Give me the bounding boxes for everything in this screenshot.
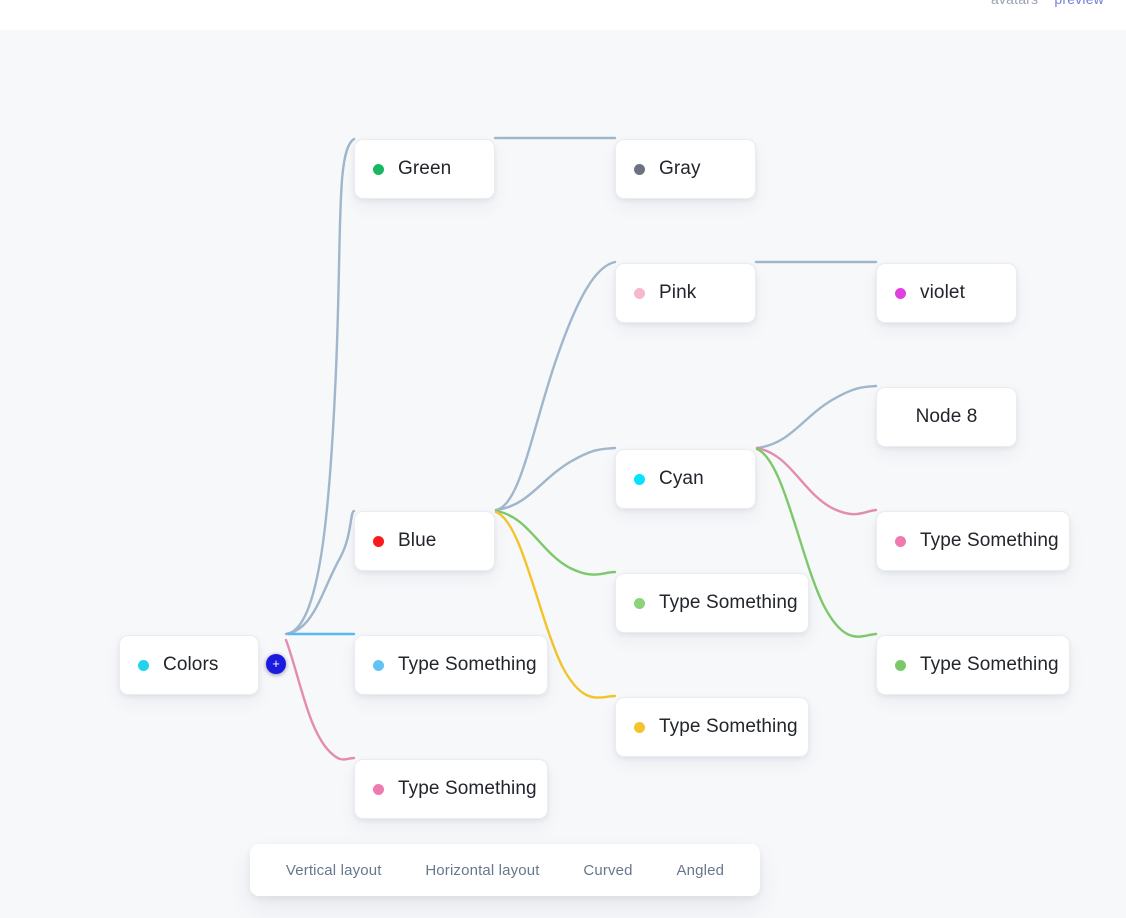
node-color-dot	[373, 659, 384, 671]
node-card-gray[interactable]: Gray	[615, 139, 756, 199]
node-label[interactable]: Colors	[163, 654, 219, 675]
node-color-dot	[634, 473, 645, 485]
breadcrumb-item-avatars[interactable]: avatars	[991, 0, 1038, 7]
toolbar-button-curved[interactable]: Curved	[583, 861, 633, 879]
node-card-violet[interactable]: violet	[876, 263, 1017, 323]
edge-blue-pink	[494, 260, 617, 512]
node-color-dot	[634, 163, 645, 175]
node-card-ts-left-blue[interactable]: Type Something	[354, 635, 548, 695]
toolbar-button-horizontal-layout[interactable]: Horizontal layout	[425, 861, 540, 879]
edge-layer	[284, 136, 878, 761]
node-label[interactable]: Cyan	[659, 468, 704, 489]
edge-colors-green	[284, 137, 356, 636]
node-card-ts-left-pink[interactable]: Type Something	[354, 759, 548, 819]
edge-colors-blue	[284, 509, 356, 636]
node-card-colors[interactable]: Colors	[119, 635, 259, 695]
node-label[interactable]: Node 8	[915, 406, 978, 427]
node-label[interactable]: Blue	[398, 530, 437, 551]
node-color-dot	[634, 597, 645, 609]
node-color-dot	[373, 163, 384, 175]
node-card-green[interactable]: Green	[354, 139, 495, 199]
edge-colors-tspink	[284, 638, 356, 761]
edge-cyan-tspink	[755, 446, 878, 516]
node-card-ts-right-pink[interactable]: Type Something	[876, 511, 1070, 571]
node-color-dot	[138, 659, 149, 671]
node-color-dot	[895, 287, 906, 299]
top-bar: avatars preview	[0, 0, 1126, 30]
node-card-ts-mid-green[interactable]: Type Something	[615, 573, 809, 633]
node-color-dot	[634, 287, 645, 299]
edge-blue-tsgreen	[494, 509, 617, 576]
edge-cyan-node8	[755, 384, 878, 450]
node-label[interactable]: Type Something	[920, 654, 1059, 675]
node-label[interactable]: Type Something	[659, 716, 798, 737]
node-card-blue[interactable]: Blue	[354, 511, 495, 571]
breadcrumb-item-preview[interactable]: preview	[1054, 0, 1104, 7]
node-card-ts-mid-yellow[interactable]: Type Something	[615, 697, 809, 757]
node-label[interactable]: Green	[398, 158, 452, 179]
node-color-dot	[895, 659, 906, 671]
node-label[interactable]: Type Something	[920, 530, 1059, 551]
node-color-dot	[373, 783, 384, 795]
node-label[interactable]: Type Something	[659, 592, 798, 613]
node-card-node8[interactable]: Node 8	[876, 387, 1017, 447]
node-color-dot	[634, 721, 645, 733]
node-label[interactable]: Type Something	[398, 654, 537, 675]
plus-icon: +	[272, 656, 280, 671]
layout-toolbar: Vertical layout Horizontal layout Curved An…	[250, 844, 760, 896]
node-label[interactable]: Gray	[659, 158, 701, 179]
toolbar-button-vertical-layout[interactable]: Vertical layout	[285, 861, 382, 879]
add-node-handle[interactable]: +	[266, 654, 286, 674]
node-card-pink[interactable]: Pink	[615, 263, 756, 323]
node-color-dot	[373, 535, 384, 547]
toolbar-button-angled[interactable]: Angled	[676, 861, 725, 879]
node-label[interactable]: Pink	[659, 282, 697, 303]
node-color-dot	[895, 535, 906, 547]
node-label[interactable]: Type Something	[398, 778, 537, 799]
node-label[interactable]: violet	[920, 282, 965, 303]
breadcrumb: avatars preview	[991, 0, 1104, 7]
node-card-ts-right-green[interactable]: Type Something	[876, 635, 1070, 695]
node-card-cyan[interactable]: Cyan	[615, 449, 756, 509]
edge-blue-cyan	[494, 446, 617, 512]
